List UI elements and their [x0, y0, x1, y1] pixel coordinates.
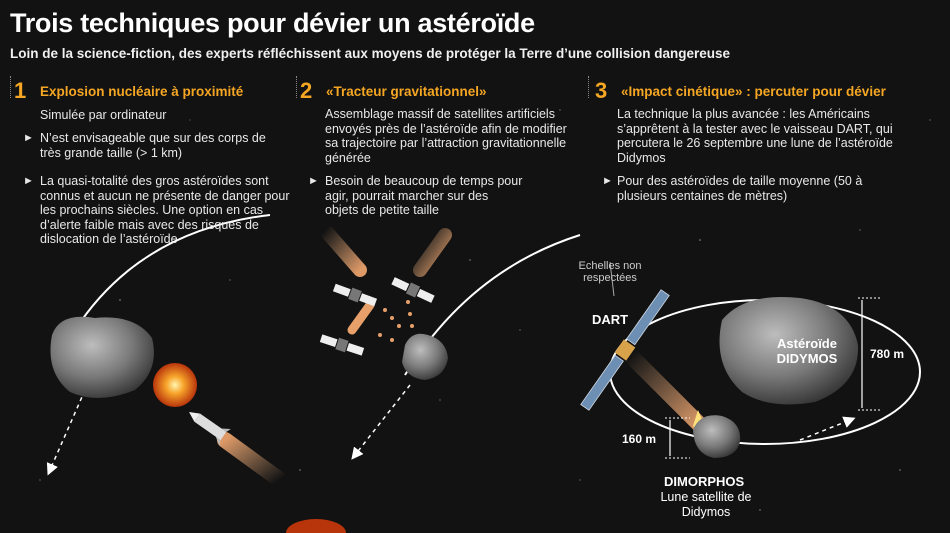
section-1-bullet-1: N’est envisageable que sur des corps de …	[40, 131, 266, 160]
section-2-bullet-1: Besoin de beaucoup de temps pour agir, p…	[325, 174, 523, 217]
scale-note-pointer	[609, 261, 615, 297]
bullet-arrow-icon: ►	[23, 175, 34, 187]
dart-trajectory-beam	[622, 347, 708, 433]
section-3-header: 3 «Impact cinétique» : percuter pour dév…	[595, 78, 886, 104]
section-title: Explosion nucléaire à proximité	[40, 83, 244, 99]
asteroid-1	[50, 316, 154, 399]
satellite-b-icon	[391, 277, 435, 303]
section-1-header: 1 Explosion nucléaire à proximité	[14, 78, 243, 104]
bullet-arrow-icon: ►	[23, 132, 34, 144]
asteroid-2	[402, 333, 448, 380]
section-number: 1	[14, 78, 27, 103]
dimorphos-sublabel: Lune satellite de Didymos	[660, 490, 752, 519]
satellite-c-icon	[319, 334, 365, 356]
dart-spacecraft-icon	[580, 289, 670, 411]
page-subtitle: Loin de la science-fiction, des experts …	[10, 46, 730, 61]
nuclear-explosion-icon	[153, 363, 197, 407]
bullet-arrow-icon: ►	[308, 175, 319, 187]
pull-beam-a	[318, 223, 367, 277]
section-2-intro: Assemblage massif de satellites artifici…	[325, 107, 567, 165]
deflected-path-2	[351, 384, 411, 460]
dart-label: DART	[592, 312, 629, 327]
asteroid-didymos	[719, 296, 859, 405]
asteroid-dimorphos	[693, 415, 741, 458]
gravity-dots	[378, 300, 414, 342]
didymos-size-label: 780 m	[870, 347, 905, 361]
dimorphos-label: DIMORPHOS	[664, 474, 745, 489]
pull-beam-c	[347, 300, 375, 335]
section-1-bullet-2: La quasi-totalité des gros astéroïdes so…	[40, 174, 290, 246]
section-3-bullet-1: Pour des astéroïdes de taille moyenne (5…	[617, 174, 863, 203]
scale-note: Echelles non respectées	[578, 260, 642, 284]
trajectory-arc-1	[74, 214, 271, 331]
page-title: Trois techniques pour dévier un astéroïd…	[10, 8, 535, 38]
section-2-header: 2 «Tracteur gravitationnel»	[300, 78, 487, 104]
satellite-a-icon	[332, 283, 378, 307]
thrust-beam-1	[217, 432, 288, 488]
deflected-path-1	[46, 389, 86, 476]
dimorphos-size-label: 160 m	[622, 432, 657, 446]
earth-edge	[286, 519, 346, 533]
rocket-icon	[189, 411, 231, 446]
section-number: 2	[300, 78, 313, 103]
section-1-intro: Simulée par ordinateur	[40, 108, 167, 122]
pull-beam-b	[413, 228, 452, 277]
section-title: «Tracteur gravitationnel»	[326, 83, 487, 99]
orbit-shift-arrow	[799, 416, 856, 441]
bullet-arrow-icon: ►	[602, 175, 613, 187]
section-3-intro: La technique la plus avancée : les Améri…	[617, 107, 893, 165]
section-number: 3	[595, 78, 608, 103]
didymos-label: Astéroïde DIDYMOS	[776, 336, 838, 366]
section-title: «Impact cinétique» : percuter pour dévie…	[621, 83, 886, 99]
